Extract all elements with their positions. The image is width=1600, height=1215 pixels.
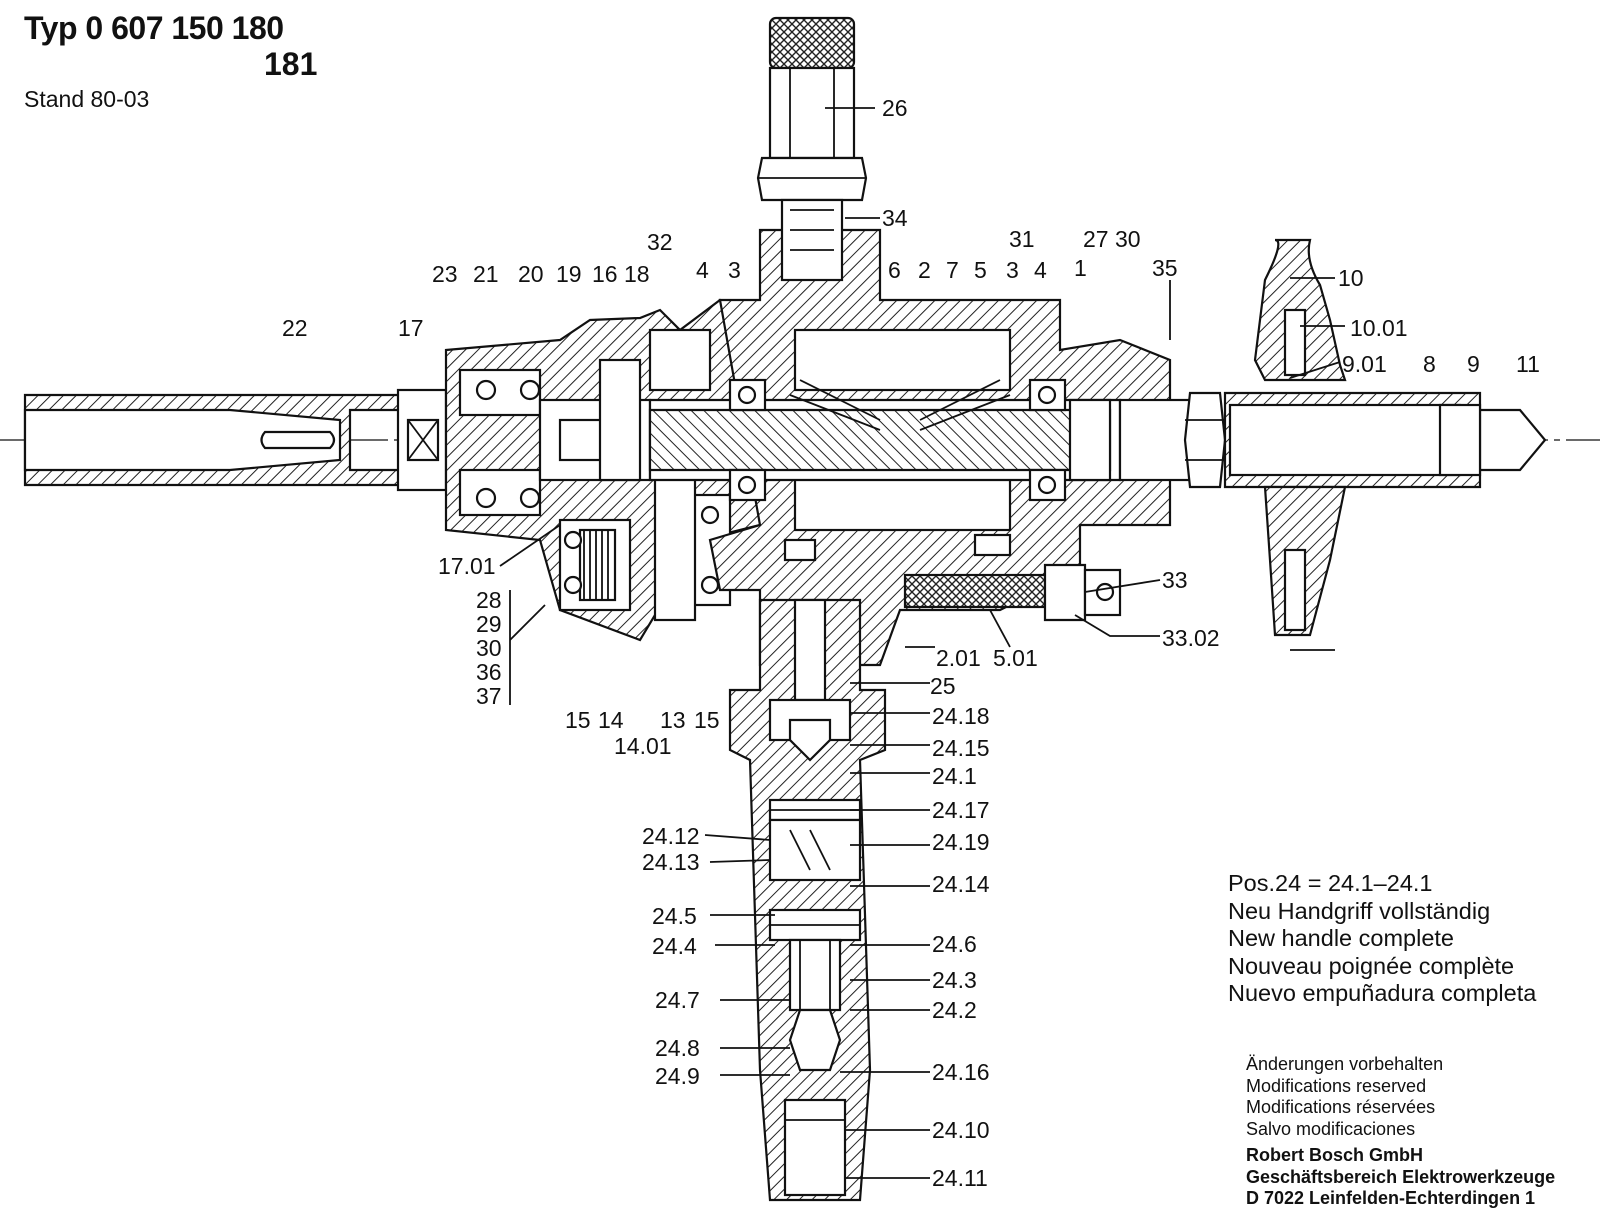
type-number-alt: 181 [264, 46, 318, 82]
label-11: 11 [1516, 351, 1540, 377]
label-22: 22 [282, 315, 308, 341]
label-24-2: 24.2 [932, 997, 977, 1023]
label-14-01: 14.01 [614, 733, 672, 759]
mods-fr: Modifications réservées [1246, 1097, 1436, 1117]
label-23: 23 [432, 261, 458, 287]
label-33-02: 33.02 [1162, 625, 1220, 651]
part-2-gear-housing [648, 228, 1172, 667]
note-pos: Pos.24 = 24.1–24.1 [1228, 870, 1433, 896]
label-24-19: 24.19 [932, 829, 990, 855]
label-24-8: 24.8 [655, 1035, 700, 1061]
label-24-5: 24.5 [652, 903, 697, 929]
note-es: Nuevo empuñadura completa [1228, 980, 1537, 1006]
label-2-01: 2.01 [936, 645, 981, 671]
label-24-15: 24.15 [932, 735, 990, 761]
part-labels: 26 34 32 31 27 30 35 10 10.01 9.01 8 9 1… [282, 95, 1540, 1191]
label-28: 28 [476, 587, 502, 613]
label-30: 30 [476, 635, 502, 661]
label-17: 17 [398, 315, 424, 341]
label-8: 8 [1423, 351, 1436, 377]
label-24-9: 24.9 [655, 1063, 700, 1089]
label-10: 10 [1338, 265, 1364, 291]
part-26-top-handle [756, 16, 868, 282]
type-number: Typ 0 607 150 180 [24, 10, 284, 46]
label-13: 13 [660, 707, 686, 733]
company-name: Robert Bosch GmbH [1246, 1145, 1424, 1165]
label-31: 31 [1009, 226, 1035, 252]
label-3-left: 3 [728, 257, 741, 283]
label-24-14: 24.14 [932, 871, 990, 897]
leader-lines [499, 107, 1345, 1179]
label-9-01: 9.01 [1342, 351, 1387, 377]
label-18: 18 [624, 261, 650, 287]
label-17-01: 17.01 [438, 553, 496, 579]
mods-de: Änderungen vorbehalten [1246, 1054, 1444, 1074]
label-5-01: 5.01 [993, 645, 1038, 671]
label-4-right: 4 [1034, 257, 1047, 283]
note-de: Neu Handgriff vollständig [1228, 897, 1491, 924]
label-5: 5 [974, 257, 987, 283]
label-24-7: 24.7 [655, 987, 700, 1013]
label-14: 14 [598, 707, 624, 733]
label-1: 1 [1074, 255, 1087, 281]
label-34: 34 [882, 205, 908, 231]
note-fr: Nouveau poignée complète [1228, 952, 1515, 979]
label-10-01: 10.01 [1350, 315, 1408, 341]
label-6: 6 [888, 257, 901, 283]
label-24-6: 24.6 [932, 931, 977, 957]
label-24-16: 24.16 [932, 1059, 990, 1085]
label-24-3: 24.3 [932, 967, 977, 993]
label-9: 9 [1467, 351, 1480, 377]
label-25: 25 [930, 673, 956, 699]
label-21: 21 [473, 261, 499, 287]
label-36: 36 [476, 659, 502, 685]
label-24-4: 24.4 [652, 933, 697, 959]
label-24-10: 24.10 [932, 1117, 990, 1143]
modifications-note: Änderungen vorbehalten Modifications res… [1246, 1054, 1443, 1140]
company-address: Robert Bosch GmbH Geschäftsbereich Elekt… [1246, 1145, 1555, 1210]
label-27-30: 27 30 [1083, 226, 1141, 252]
label-24-18: 24.18 [932, 703, 990, 729]
part-17-coupling [396, 388, 448, 492]
part-24-handle [728, 598, 887, 1202]
label-15-right: 15 [694, 707, 720, 733]
label-24-12: 24.12 [642, 823, 700, 849]
label-26: 26 [882, 95, 908, 121]
label-7: 7 [946, 257, 959, 283]
mods-es: Salvo modificaciones [1246, 1118, 1416, 1139]
label-15-left: 15 [565, 707, 591, 733]
label-16: 16 [592, 261, 618, 287]
part-22-sleeve [23, 393, 402, 487]
company-location: D 7022 Leinfelden-Echterdingen 1 [1246, 1188, 1536, 1208]
label-19: 19 [556, 261, 582, 287]
label-20: 20 [518, 261, 544, 287]
mods-en: Modifications reserved [1246, 1075, 1427, 1096]
part-8-right-spindle [1118, 238, 1547, 637]
label-4-left: 4 [696, 257, 709, 283]
label-35: 35 [1152, 255, 1178, 281]
revision-stand: Stand 80-03 [24, 86, 150, 112]
handle-note: Pos.24 = 24.1–24.1 Neu Handgriff vollstä… [1228, 870, 1536, 1008]
label-33: 33 [1162, 567, 1188, 593]
label-37: 37 [476, 683, 502, 709]
label-24-17: 24.17 [932, 797, 990, 823]
label-32: 32 [647, 229, 673, 255]
label-29: 29 [476, 611, 502, 637]
label-24-11: 24.11 [932, 1165, 988, 1191]
company-division: Geschäftsbereich Elektrowerkzeuge [1246, 1166, 1556, 1187]
label-24-1: 24.1 [932, 763, 977, 789]
label-24-13: 24.13 [642, 849, 700, 875]
note-en: New handle complete [1228, 925, 1454, 951]
label-3-right: 3 [1006, 257, 1019, 283]
part-33-knob [903, 563, 1122, 622]
label-2: 2 [918, 257, 931, 283]
